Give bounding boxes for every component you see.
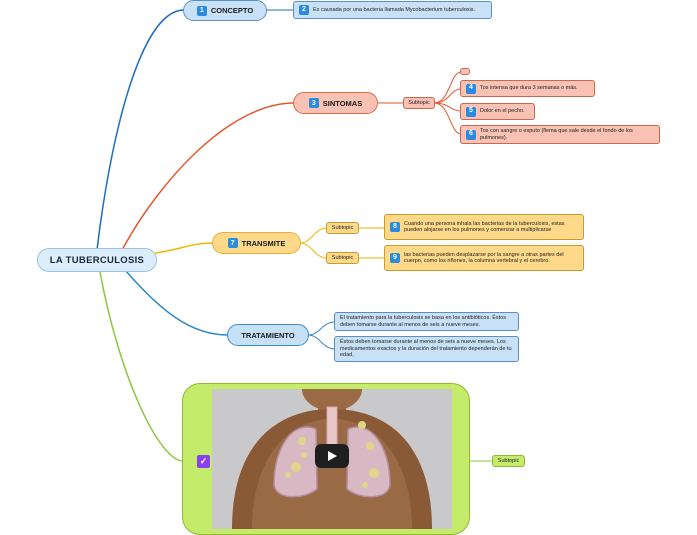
play-icon bbox=[328, 451, 337, 461]
transmite-node[interactable]: 7 TRANSMITE bbox=[212, 232, 301, 254]
number-badge-icon: 8 bbox=[390, 222, 400, 232]
sintomas-label: SINTOMAS bbox=[322, 98, 363, 108]
transmite-detail[interactable]: 9 las bacterias pueden desplazarse por l… bbox=[384, 245, 584, 271]
number-badge-icon: 1 bbox=[196, 5, 207, 16]
checkmark-icon: ✓ bbox=[197, 455, 210, 468]
root-node[interactable]: LA TUBERCULOSIS bbox=[37, 248, 157, 272]
play-button[interactable] bbox=[315, 444, 349, 468]
transmite-label: TRANSMITE bbox=[241, 238, 286, 248]
sintomas-item-text: Tos intensa que dura 3 semanas o más. bbox=[480, 85, 578, 92]
tratamiento-detail[interactable]: El tratamiento para la tuberculosis se b… bbox=[334, 312, 519, 331]
number-badge-icon: 6 bbox=[466, 129, 476, 140]
number-badge-icon: 2 bbox=[299, 5, 309, 15]
tratamiento-node[interactable]: TRATAMIENTO bbox=[227, 324, 309, 346]
video-thumbnail[interactable] bbox=[212, 389, 452, 529]
sintomas-node[interactable]: 3 SINTOMAS bbox=[293, 92, 378, 114]
sintomas-item[interactable]: 5 Dolor en el pecho. bbox=[460, 103, 535, 120]
sintomas-subtopic[interactable]: Subtopic bbox=[403, 97, 435, 109]
number-badge-icon: 4 bbox=[466, 83, 476, 94]
transmite-detail-text: Cuando una persona inhala las bacterias … bbox=[404, 220, 565, 234]
transmite-detail[interactable]: 8 Cuando una persona inhala las bacteria… bbox=[384, 214, 584, 240]
tratamiento-detail-text: El tratamiento para la tuberculosis se b… bbox=[340, 315, 507, 328]
connector-lines bbox=[96, 9, 493, 462]
sintomas-item-text: Tos con sangre o esputo (flema que sale … bbox=[480, 128, 633, 141]
sintomas-item[interactable]: 4 Tos intensa que dura 3 semanas o más. bbox=[460, 80, 595, 97]
number-badge-icon: 3 bbox=[308, 98, 319, 108]
concepto-node[interactable]: 1 CONCEPTO bbox=[183, 0, 267, 21]
concepto-definition[interactable]: 2 Es causada por una bacteria llamada My… bbox=[293, 1, 492, 19]
number-badge-icon: 7 bbox=[227, 238, 238, 248]
tratamiento-detail[interactable]: Éstos deben tomarse durante al menos de … bbox=[334, 336, 519, 362]
number-badge-icon: 9 bbox=[390, 253, 400, 263]
number-badge-icon: 5 bbox=[466, 106, 476, 117]
concepto-label: CONCEPTO bbox=[210, 6, 254, 15]
concepto-definition-text: Es causada por una bacteria llamada Myco… bbox=[313, 6, 476, 13]
tratamiento-detail-text: Éstos deben tomarse durante al menos de … bbox=[340, 339, 512, 359]
transmite-detail-text: las bacterias pueden desplazarse por la … bbox=[404, 251, 564, 265]
sintomas-item[interactable]: 6 Tos con sangre o esputo (flema que sal… bbox=[460, 125, 660, 144]
tratamiento-label: TRATAMIENTO bbox=[241, 330, 295, 340]
transmite-subtopic[interactable]: Subtopic bbox=[326, 222, 359, 234]
transmite-subtopic[interactable]: Subtopic bbox=[326, 252, 359, 264]
video-subtopic[interactable]: Subtopic bbox=[492, 455, 525, 467]
sintomas-empty-topic[interactable] bbox=[460, 68, 470, 75]
sintomas-item-text: Dolor en el pecho. bbox=[480, 108, 525, 115]
